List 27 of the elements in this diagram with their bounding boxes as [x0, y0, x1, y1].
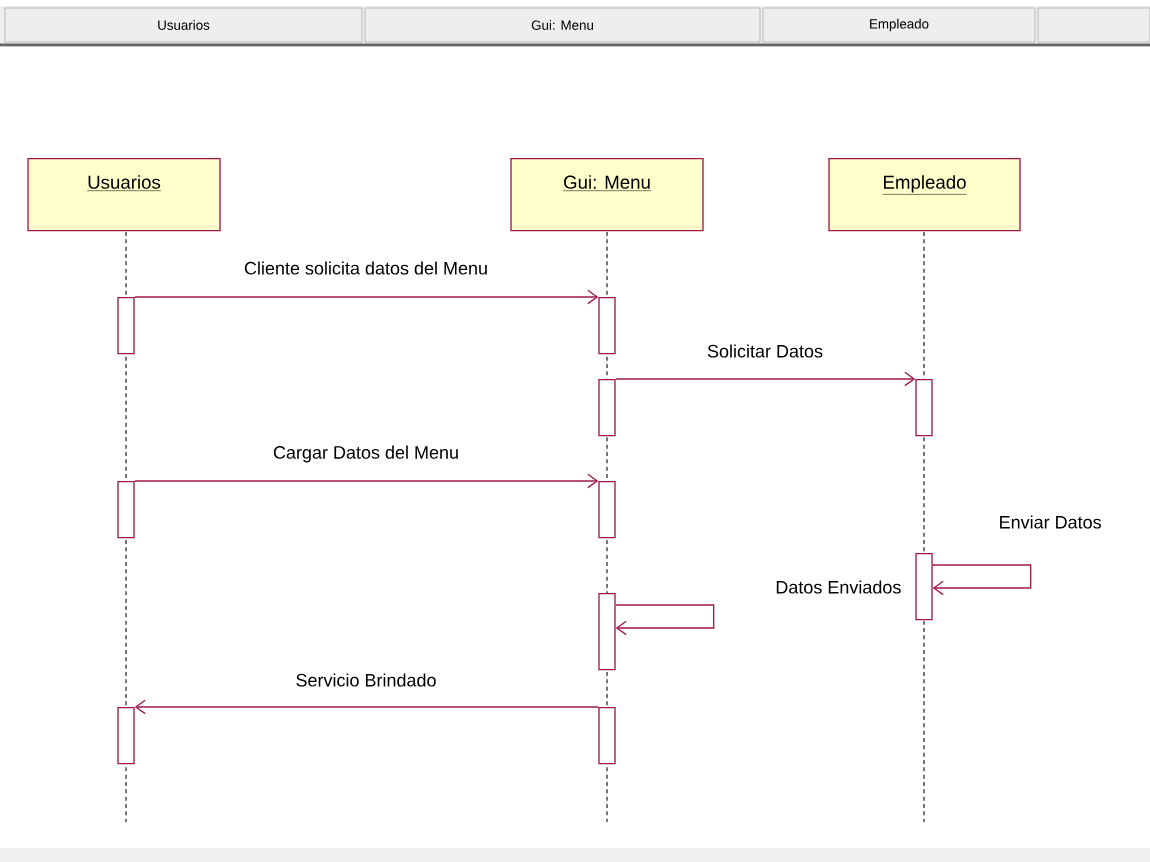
message-arrow [615, 604, 715, 636]
activation-bar [915, 379, 933, 437]
message-arrow [134, 289, 599, 305]
message-label: Servicio Brindado [294, 672, 438, 688]
activation-bar [598, 481, 616, 539]
message-label: Solicitar Datos [705, 343, 825, 359]
activation-bar [598, 297, 616, 355]
activation-bar [598, 593, 616, 671]
message-arrow [932, 564, 1032, 596]
message-label: Cliente solicita datos del Menu [242, 260, 490, 276]
activation-bar [117, 481, 135, 539]
message-arrow [134, 473, 599, 489]
object-box: Usuarios [27, 158, 221, 232]
object-box: Empleado [828, 158, 1021, 232]
object-box: Gui: Menu [510, 158, 704, 232]
activation-bar [598, 707, 616, 765]
message-arrow [615, 371, 916, 387]
activation-bar [598, 379, 616, 437]
message-label: Enviar Datos [997, 514, 1103, 530]
message-label: Datos Enviados [774, 579, 903, 595]
header-cell: Gui: Menu [364, 7, 761, 43]
message-label: Cargar Datos del Menu [271, 444, 461, 464]
activation-bar [915, 553, 933, 621]
header-cell: Usuarios [4, 7, 363, 43]
activation-bar [117, 707, 135, 765]
message-arrow [134, 699, 599, 715]
activation-bar [117, 297, 135, 355]
